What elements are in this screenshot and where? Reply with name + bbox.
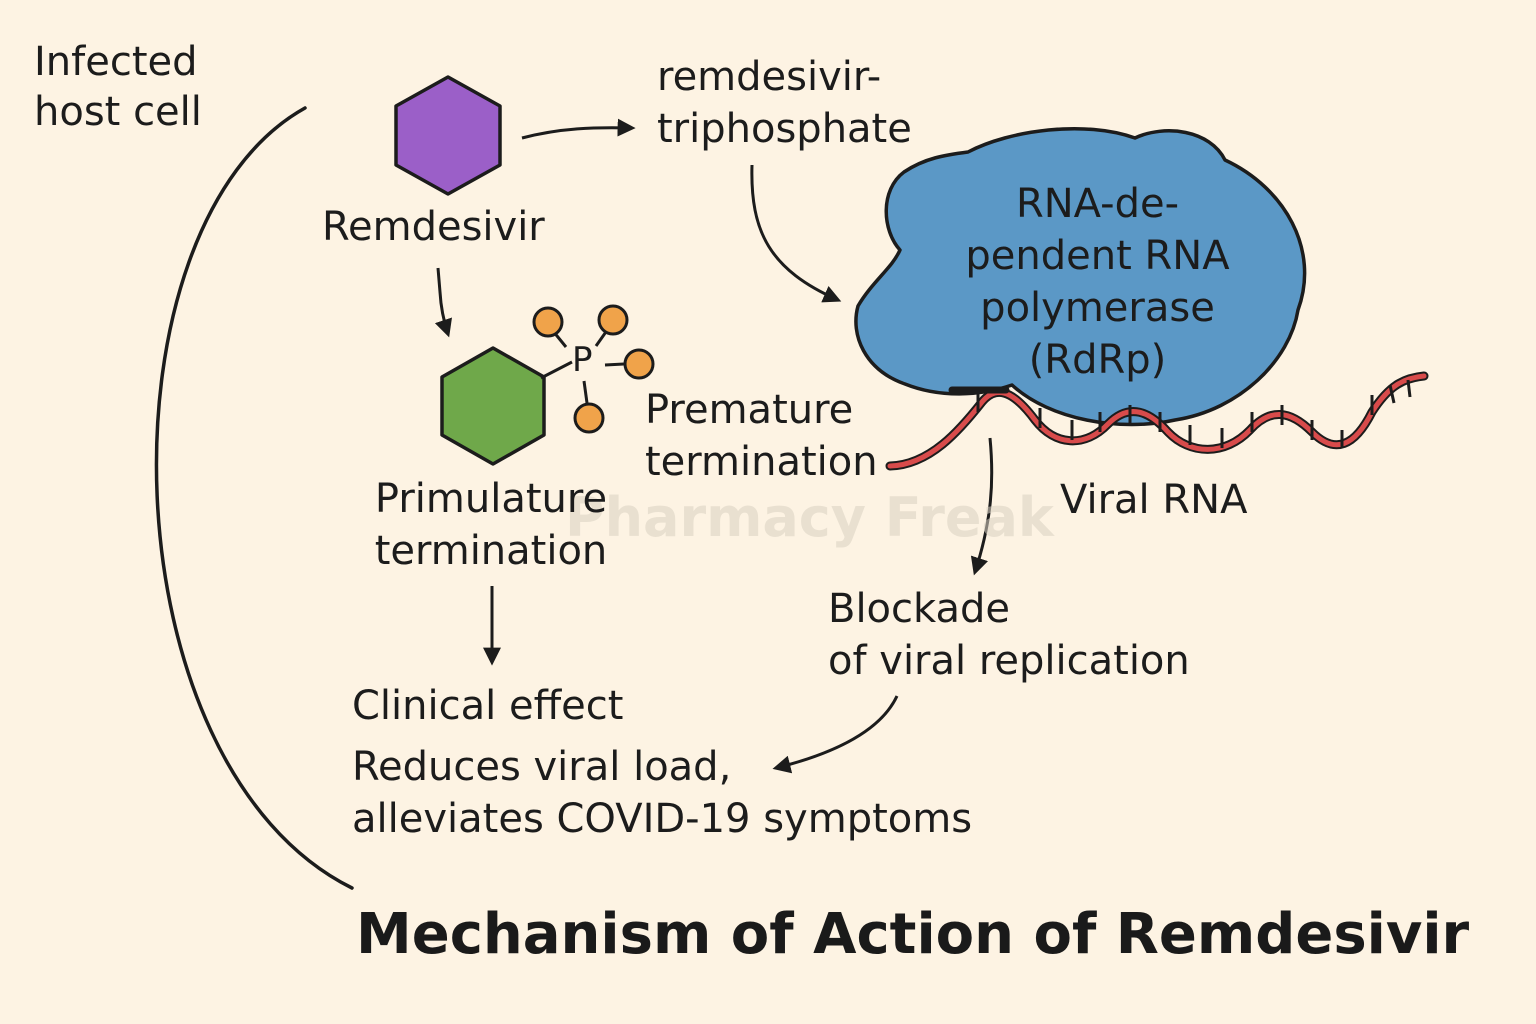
clinical-description-line-2: alleviates COVID-19 symptoms <box>352 796 973 842</box>
viral-rna-label: Viral RNA <box>1060 477 1248 523</box>
green-hexagon-icon <box>440 346 546 466</box>
blockade-label-line-2: of viral replication <box>828 638 1190 684</box>
arrow-to-blockade <box>970 437 994 576</box>
rdrp-label-line-2: pendent RNA <box>965 233 1230 279</box>
primulature-termination-line-2: termination <box>374 528 608 574</box>
clinical-description: Reduces viral load, alleviates COVID-19 … <box>352 741 972 845</box>
premature-termination-label: Premature termination <box>645 384 878 488</box>
remdesivir-label: Remdesivir <box>322 204 545 250</box>
triphosphate-label-line-1: remdesivir- <box>657 54 882 100</box>
arrow-to-triphosphate <box>521 118 636 140</box>
arrow-to-rdrp <box>750 164 842 303</box>
watermark: Pharmacy Freak <box>565 486 1054 549</box>
host-cell-label-line-1: Infected <box>34 39 198 85</box>
clinical-description-line-1: Reduces viral load, <box>352 744 732 790</box>
arrow-to-active-metabolite <box>434 267 452 338</box>
clinical-effect-label: Clinical effect <box>352 683 624 729</box>
phosphate-symbol: P <box>572 340 593 380</box>
rdrp-label-line-1: RNA-de- <box>1015 181 1180 227</box>
page-title: Mechanism of Action of Remdesivir <box>356 902 1470 967</box>
triphosphate-label: remdesivir- triphosphate <box>657 51 912 155</box>
primulature-termination-label: Primulature termination <box>350 473 632 577</box>
host-cell-label: Infected host cell <box>34 37 202 137</box>
primulature-termination-line-1: Primulature <box>374 476 608 522</box>
blockade-label: Blockade of viral replication <box>828 583 1190 687</box>
rdrp-label: RNA-de- pendent RNA polymerase (RdRp) <box>935 178 1260 386</box>
host-cell-membrane <box>154 106 354 890</box>
viral-rna-strand-icon <box>885 371 1429 471</box>
purple-hexagon-icon <box>394 75 502 196</box>
premature-termination-line-1: Premature <box>645 387 854 433</box>
host-cell-label-line-2: host cell <box>34 89 202 135</box>
rdrp-label-line-4: (RdRp) <box>1028 337 1167 383</box>
premature-termination-line-2: termination <box>645 439 878 485</box>
rdrp-label-line-3: polymerase <box>980 285 1215 331</box>
blockade-label-line-1: Blockade <box>828 586 1010 632</box>
phosphate-cluster-icon <box>532 304 655 434</box>
triphosphate-label-line-2: triphosphate <box>657 106 912 152</box>
arrow-blockade-to-outcome <box>772 695 899 774</box>
